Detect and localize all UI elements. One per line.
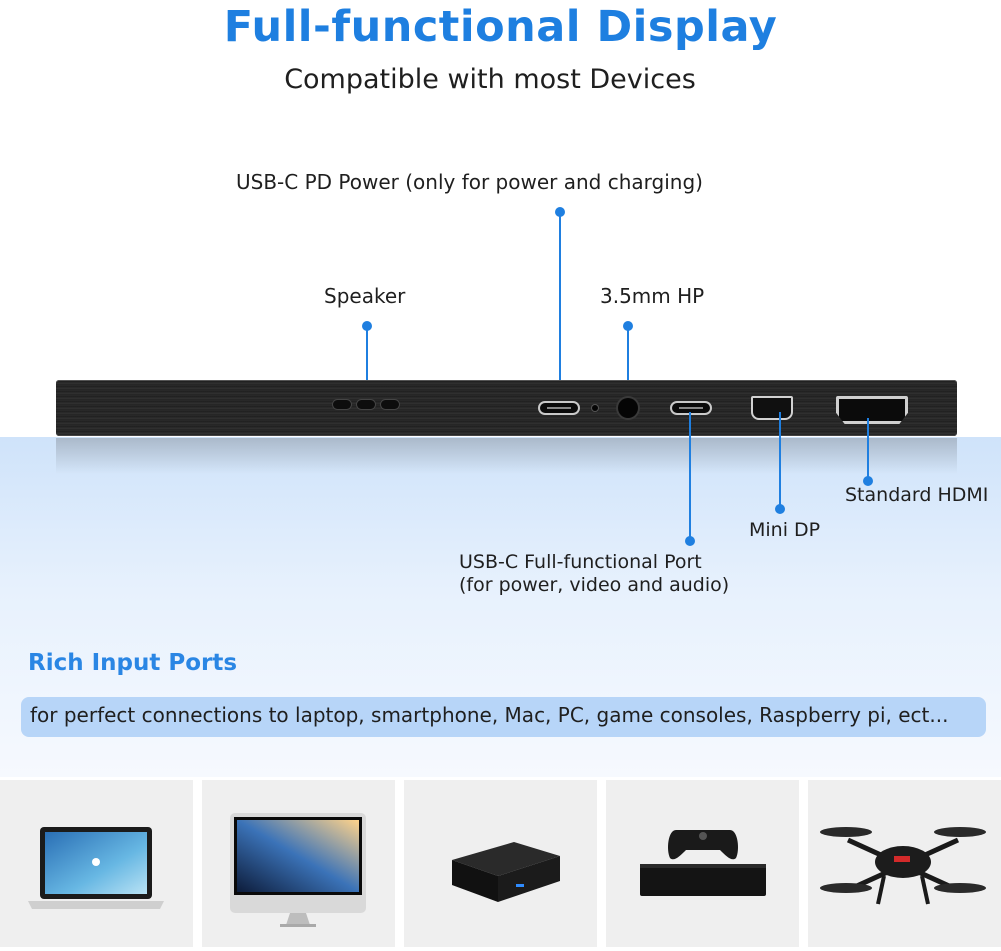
usbc-full-port-icon — [670, 401, 712, 415]
usbc-pd-label: USB-C PD Power (only for power and charg… — [236, 170, 703, 194]
page-title: Full-functional Display — [223, 2, 778, 52]
section-title: Rich Input Ports — [28, 650, 238, 676]
speaker-label: Speaker — [324, 284, 406, 308]
desktop-computer-icon — [230, 813, 366, 927]
speaker-grill-icon — [357, 400, 375, 409]
headphone-callout-line — [627, 326, 629, 398]
mini-dp-port-icon — [751, 396, 793, 420]
hdmi-label: Standard HDMI — [845, 484, 989, 506]
device-tile-game-console — [606, 780, 799, 947]
headphone-jack-icon — [618, 398, 638, 418]
device-tile-mini-pc — [404, 780, 597, 947]
usbc-full-label-line2: (for power, video and audio) — [459, 574, 730, 596]
laptop-icon — [28, 827, 164, 909]
monitor-reflection — [56, 438, 957, 474]
speaker-grill-icon — [381, 400, 399, 409]
device-tile-drone — [808, 780, 1001, 947]
mini-dp-callout-dot — [775, 504, 785, 514]
drone-icon — [820, 827, 986, 905]
info-banner-text: for perfect connections to laptop, smart… — [30, 703, 949, 727]
game-console-icon — [640, 830, 766, 896]
reset-pinhole-icon — [592, 405, 598, 411]
usbc-full-label-line1: USB-C Full-functional Port — [459, 551, 702, 573]
hdmi-port-icon — [836, 396, 908, 424]
usbc-full-callout-line — [689, 412, 691, 540]
info-banner — [21, 697, 986, 737]
device-tile-desktop — [202, 780, 395, 947]
hdmi-callout-dot — [863, 476, 873, 486]
mini-dp-label: Mini DP — [749, 519, 821, 541]
speaker-callout-line — [366, 326, 368, 398]
usbc-full-callout-dot — [685, 536, 695, 546]
usbc-pd-port-icon — [538, 401, 580, 415]
page-subtitle: Compatible with most Devices — [284, 64, 696, 95]
mini-dp-callout-line — [779, 412, 781, 508]
speaker-grill-icon — [333, 400, 351, 409]
mini-pc-box-icon — [452, 842, 560, 902]
hdmi-callout-line — [867, 418, 869, 480]
usbc-pd-callout-line — [559, 212, 561, 392]
headphone-label: 3.5mm HP — [600, 284, 705, 308]
monitor-side-edge — [56, 380, 957, 436]
device-tile-laptop — [0, 780, 193, 947]
